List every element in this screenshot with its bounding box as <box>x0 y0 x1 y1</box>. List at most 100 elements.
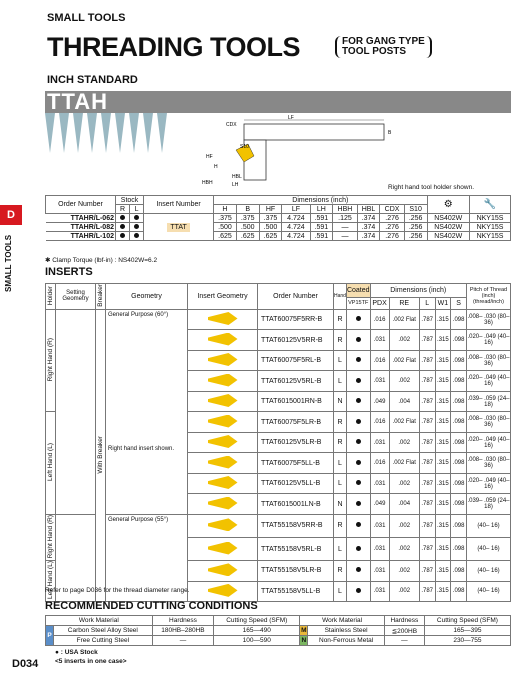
cell: .787 <box>418 411 436 433</box>
section-tab: D <box>0 205 22 225</box>
breaker-group: With Breaker <box>95 308 106 603</box>
col-order: Order Number <box>45 195 116 214</box>
stock-dot <box>345 493 371 515</box>
insert-geometry-icon <box>187 349 258 372</box>
table-row: Free Cutting Steel—100—590 N Non-Ferrous… <box>46 635 512 646</box>
cell: .098 <box>450 411 467 433</box>
pitch: .020– .049 (40– 16) <box>466 329 511 351</box>
cell: .787 <box>418 493 436 515</box>
cell: .098 <box>450 390 467 413</box>
order-number: TTAT60075F5RR-B <box>257 308 334 331</box>
cell: .002 <box>388 370 420 392</box>
col-insert-geo: Insert Geometry <box>187 283 258 310</box>
material-tag: M <box>299 625 309 636</box>
cell: .004 <box>388 390 420 413</box>
cell: Free Cutting Steel <box>53 635 153 646</box>
cell: — <box>383 635 425 646</box>
cell: .276 <box>379 213 405 223</box>
pitch: .008– .030 (80– 36) <box>466 411 511 433</box>
stock-dot <box>345 431 371 454</box>
cell: .098 <box>450 308 467 331</box>
order-number: TTAT55158V5LL-B <box>257 580 334 603</box>
insert-geometry-icon <box>187 390 258 413</box>
hand: L <box>333 349 347 372</box>
cell: — <box>332 231 358 241</box>
inserts-table: Holder Setting Geometry Breaker Geometry… <box>45 283 511 603</box>
cell: .098 <box>450 513 467 538</box>
geometry-55: General Purpose (55°) <box>105 513 188 603</box>
cutting-title: RECOMMENDED CUTTING CONDITIONS <box>45 600 258 612</box>
cell: .625 <box>235 231 260 241</box>
stock-dot <box>345 329 371 351</box>
hand: L <box>333 370 347 392</box>
stock-dot <box>345 370 371 392</box>
cell: .256 <box>403 222 428 232</box>
setting-geometry-icon <box>55 308 96 515</box>
col-hand: Hand <box>333 283 347 310</box>
insert-geometry-icon <box>187 493 258 515</box>
insert-geometry-icon <box>187 329 258 351</box>
cell: 4.724 <box>281 222 311 232</box>
stock-dot <box>345 349 371 372</box>
cell: .787 <box>418 308 436 331</box>
cell: — <box>332 222 358 232</box>
cell: .315 <box>434 536 452 562</box>
cell: .098 <box>450 580 467 603</box>
col-stock-l: L <box>129 204 145 214</box>
order-code: TTAHR/L-102 <box>45 231 116 241</box>
cell: .002 Flat <box>388 452 420 474</box>
cell: .031 <box>369 536 390 562</box>
cell: .315 <box>434 349 452 372</box>
cell: .315 <box>434 560 452 582</box>
stock-dot <box>114 222 131 232</box>
col-coated: Coated <box>345 283 371 298</box>
col-re: RE <box>388 296 420 310</box>
insert-geometry-icon <box>187 536 258 562</box>
cell: .375 <box>213 213 237 223</box>
col-lf: LF <box>281 204 311 214</box>
col-breaker: Breaker <box>95 283 106 310</box>
pitch: (40– 16) <box>466 513 511 538</box>
cell: .016 <box>369 308 390 331</box>
order-number: TTAT60125V5RL-B <box>257 370 334 392</box>
cell: .256 <box>403 231 428 241</box>
cell: .374 <box>356 213 381 223</box>
holder-table: Order Number Stock Insert Number Dimensi… <box>45 195 511 241</box>
cell: .002 Flat <box>388 349 420 372</box>
order-code: TTAHR/L-082 <box>45 222 116 232</box>
cell: .002 <box>388 536 420 562</box>
cell: .787 <box>418 370 436 392</box>
cell: 180HB–280HB <box>151 625 215 636</box>
order-number: TTAT60075F5LR-B <box>257 411 334 433</box>
col-geometry: Geometry <box>105 283 188 310</box>
col-clamp: ⚙ <box>426 195 471 214</box>
cell: .315 <box>434 308 452 331</box>
cell: .049 <box>369 493 390 515</box>
cell: .002 <box>388 431 420 454</box>
pitch: .039– .059 (24– 18) <box>466 390 511 413</box>
hand: R <box>333 560 347 582</box>
col-pitch: Pitch of Thread (inch) (thread/inch) <box>466 283 511 310</box>
cell: .787 <box>418 560 436 582</box>
stock-dot <box>345 580 371 603</box>
banner-bar <box>45 91 511 113</box>
side-label: SMALL TOOLS <box>4 234 13 292</box>
cell: .031 <box>369 370 390 392</box>
section-label: SMALL TOOLS <box>47 12 126 24</box>
cell: .049 <box>369 390 390 413</box>
order-code: TTAHR/L-062 <box>45 213 116 223</box>
material-tag: P <box>45 625 54 646</box>
holder-group: Left Hand (L) <box>45 560 56 603</box>
order-number: TTAT60125V5RR-B <box>257 329 334 351</box>
